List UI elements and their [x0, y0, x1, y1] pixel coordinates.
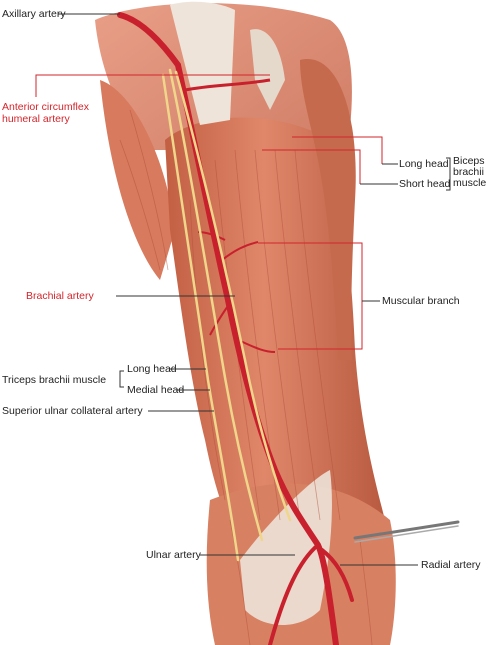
- label-axillary-artery: Axillary artery: [2, 8, 66, 20]
- label-radial-artery: Radial artery: [421, 559, 481, 571]
- label-biceps-line1: Biceps: [453, 155, 485, 167]
- circumflex-branch: [184, 78, 271, 92]
- bicipital-aponeurosis: [240, 470, 332, 625]
- label-superior-ulnar-collateral-artery: Superior ulnar collateral artery: [2, 405, 143, 417]
- label-long-head-biceps: Long head: [399, 158, 449, 170]
- nerves: [161, 68, 292, 562]
- label-medial-head-triceps: Medial head: [127, 384, 185, 396]
- shoulder-tendons: [170, 1, 235, 125]
- label-triceps-brachii-muscle: Triceps brachii muscle: [2, 374, 107, 386]
- leader-lines: [35, 13, 451, 566]
- pectoral-region: [100, 80, 175, 280]
- label-short-head-biceps: Short head: [399, 178, 451, 190]
- axillary-artery: [117, 12, 181, 68]
- ulnar-artery: [268, 543, 320, 645]
- label-anterior-circumflex-line1: Anterior circumflex: [2, 101, 89, 113]
- lateral-muscle: [300, 59, 356, 360]
- label-ulnar-artery: Ulnar artery: [146, 549, 201, 561]
- biceps-tendon-top: [250, 29, 285, 110]
- label-long-head-triceps: Long head: [127, 363, 177, 375]
- label-muscular-branch: Muscular branch: [382, 295, 460, 307]
- label-anterior-circumflex-line2: humeral artery: [2, 113, 70, 125]
- forceps-icon: [353, 520, 460, 543]
- radial-artery: [320, 548, 354, 602]
- label-biceps-line3: muscle: [453, 177, 487, 189]
- label-brachial-artery: Brachial artery: [26, 290, 94, 302]
- label-biceps-line2: brachii: [453, 166, 484, 178]
